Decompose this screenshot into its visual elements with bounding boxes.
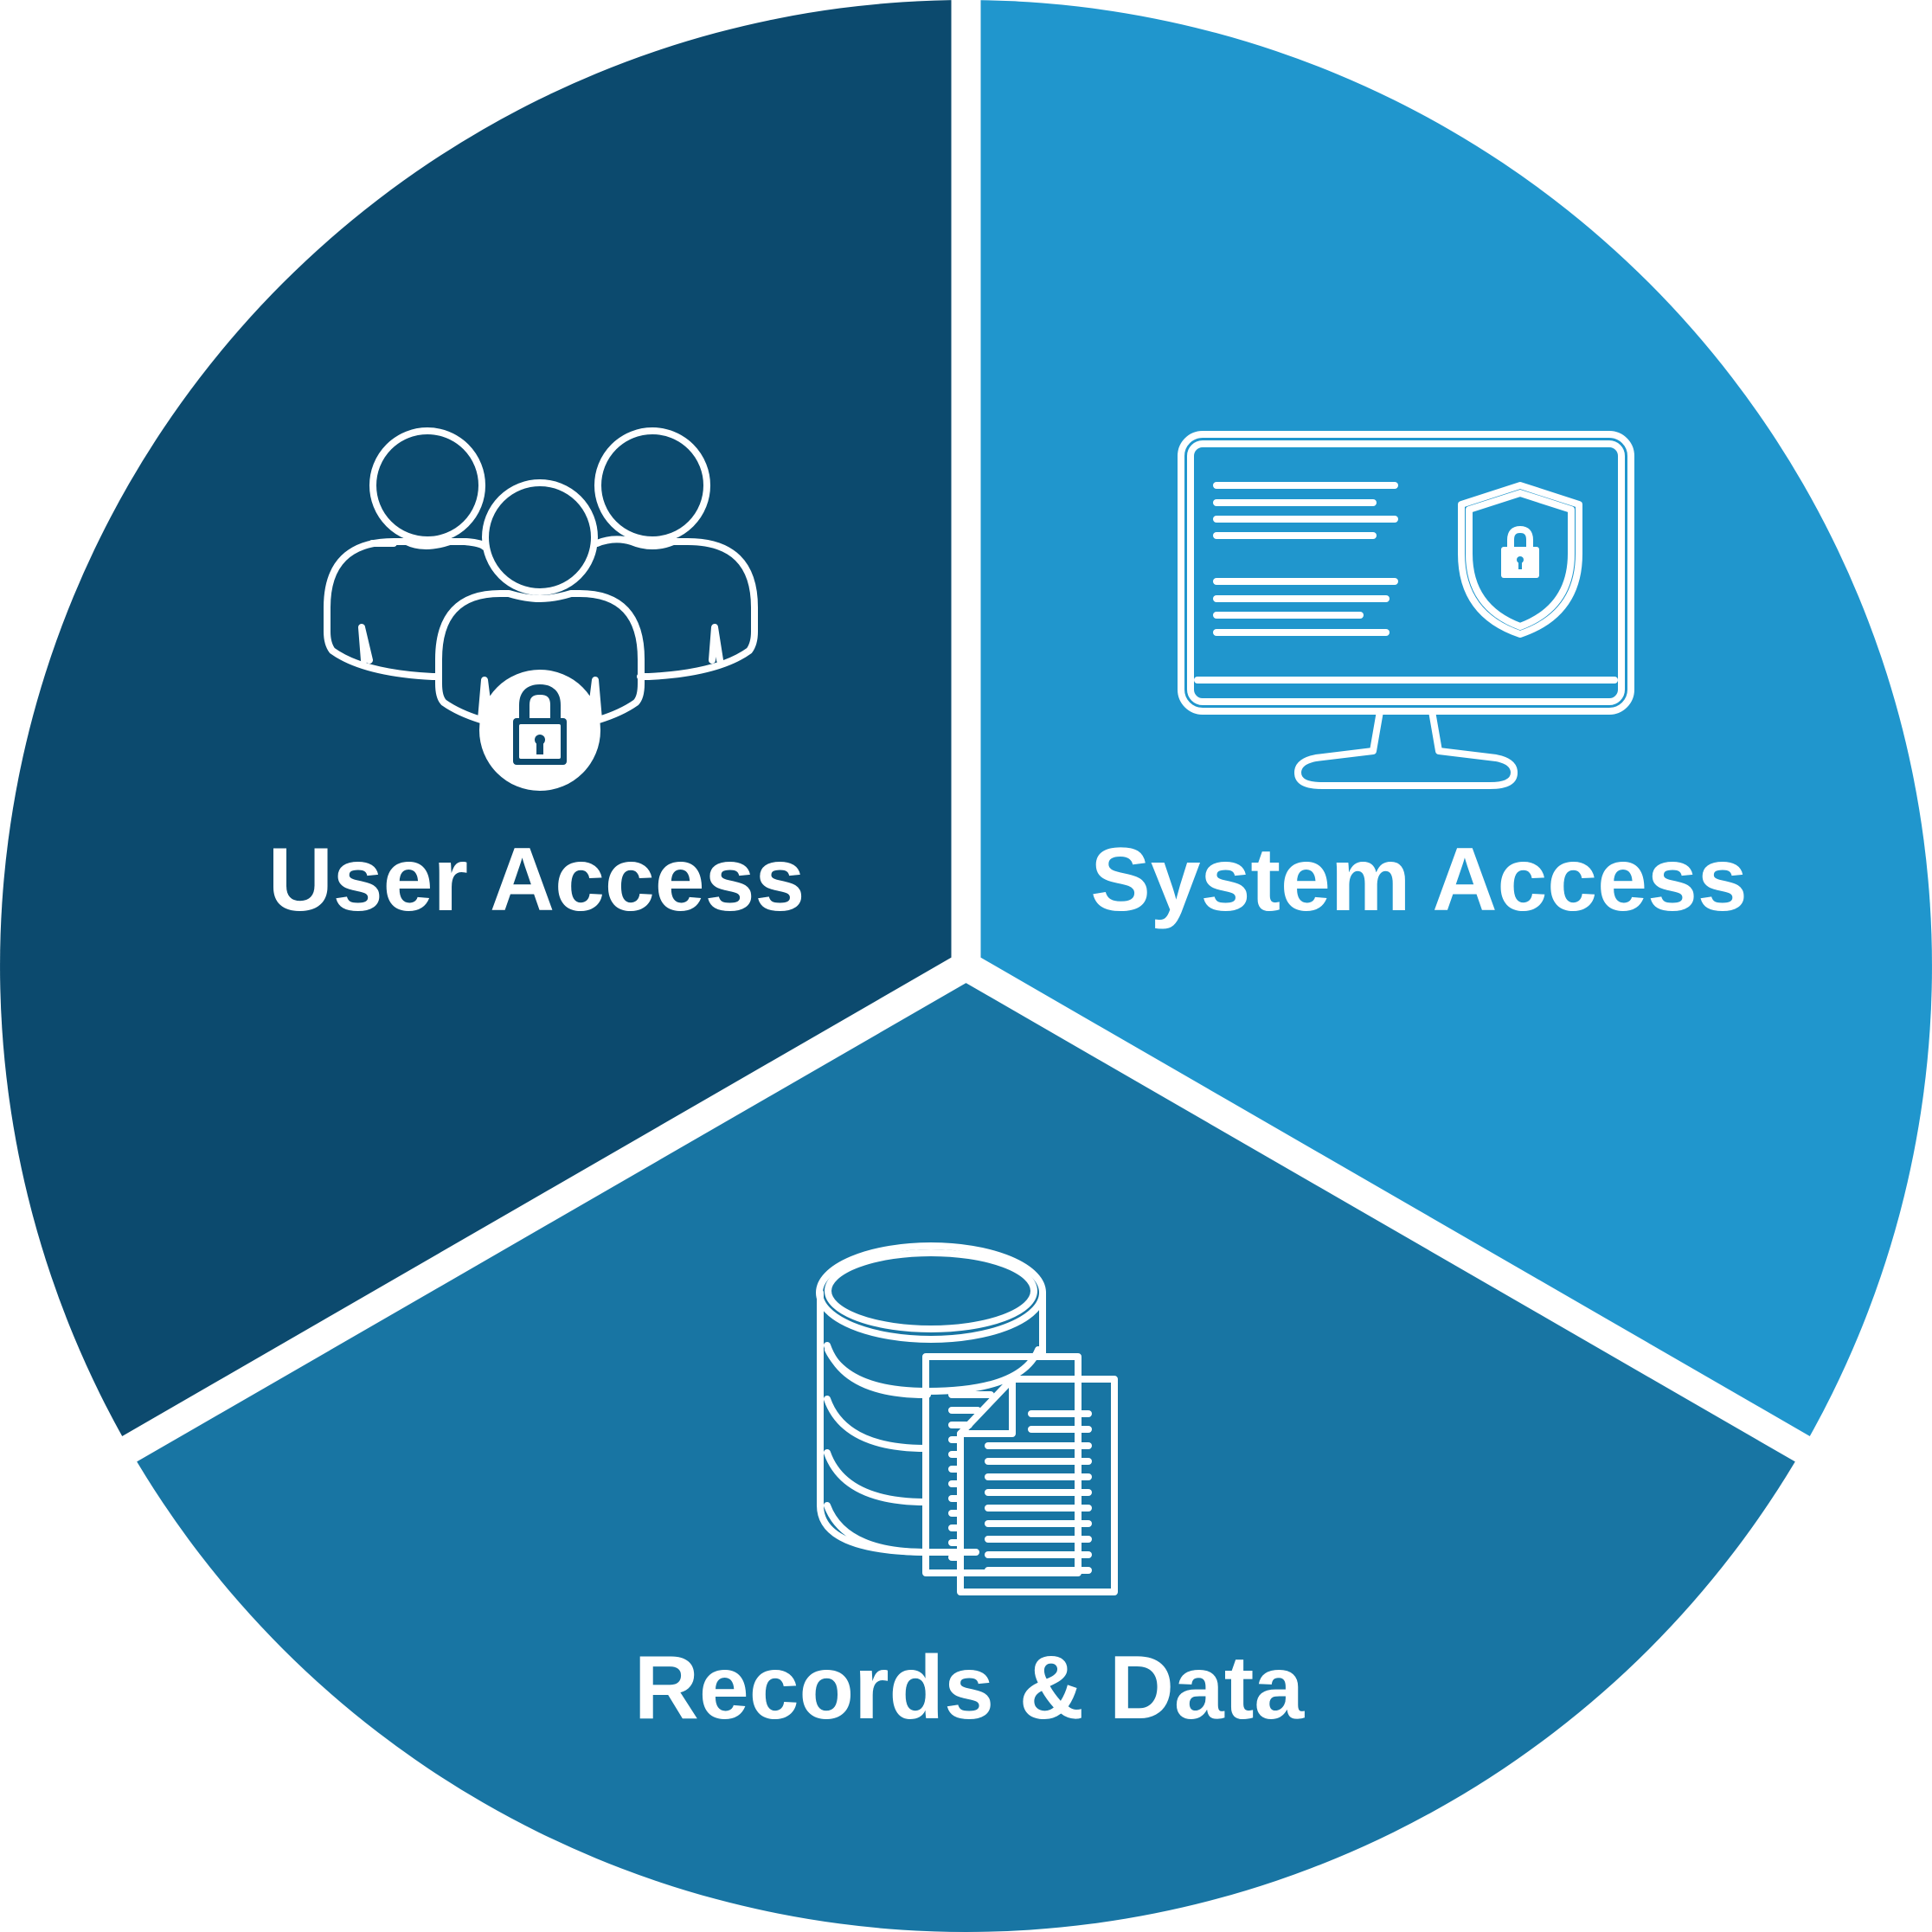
- segment-records-data[interactable]: [129, 966, 1803, 1932]
- label-records-data: Records & Data: [634, 1638, 1306, 1738]
- segment-system-access[interactable]: [966, 0, 1932, 1449]
- label-user-access: User Access: [268, 830, 806, 930]
- label-system-access: System Access: [1090, 830, 1747, 930]
- users-lock-icon: [324, 427, 758, 791]
- monitor-shield-icon: [1178, 431, 1634, 789]
- segment-dividers: [114, 0, 1818, 1467]
- database-documents-icon: [816, 1242, 1118, 1595]
